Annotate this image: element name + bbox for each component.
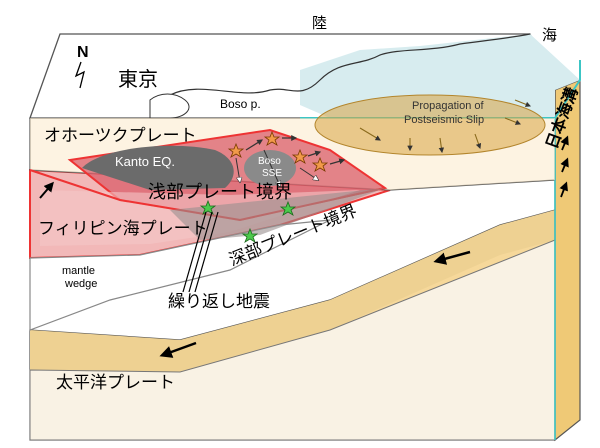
white-arrow	[263, 149, 280, 186]
star-marker	[199, 199, 217, 215]
slip-arrows	[359, 99, 532, 154]
side-motion-arrow-1	[39, 181, 54, 199]
slip-arrow	[474, 133, 482, 150]
label-north: N	[77, 44, 89, 61]
label-boso-sse-line2: SSE	[262, 168, 282, 179]
label-okhotsk-plate: オホーツクプレート	[44, 126, 197, 146]
slip-arrow	[504, 117, 522, 125]
white-arrows	[235, 149, 318, 186]
repeating-eq-pointers	[182, 211, 219, 293]
label-shallow-boundary: 浅部プレート境界	[148, 182, 292, 203]
star-marker	[291, 148, 309, 164]
tokyo-bay	[149, 93, 190, 119]
postseismic-slip-area	[314, 94, 546, 156]
label-propagation-line1: Propagation of	[412, 100, 484, 112]
white-arrow	[235, 157, 240, 182]
pointer-line	[182, 211, 207, 293]
pacific-plate-lower-band	[30, 210, 555, 372]
pointer-line	[194, 211, 219, 293]
pacific-motion-arrow-lower	[159, 341, 197, 358]
coastline	[169, 33, 531, 96]
star-marker	[227, 142, 245, 158]
slip-arrow	[359, 127, 381, 141]
label-sea: 海	[542, 26, 557, 44]
white-arrow	[299, 167, 318, 180]
label-kanto-eq: Kanto EQ.	[115, 154, 175, 169]
side-motion-arrow-4	[559, 181, 568, 198]
label-boso-sse-line1: Boso	[258, 156, 281, 167]
mantle-wedge	[29, 219, 331, 331]
slab-grey-region	[170, 188, 385, 240]
propagation-arrow	[329, 158, 346, 165]
north-arrow-icon	[74, 61, 85, 89]
star-marker	[241, 227, 259, 243]
boso-sse-region	[244, 150, 296, 186]
star-marker	[263, 130, 281, 146]
label-boso-peninsula: Boso p.	[220, 97, 261, 111]
star-marker	[311, 156, 329, 172]
side-motion-arrow-2	[560, 135, 569, 151]
slip-arrow	[514, 99, 532, 107]
side-motion-arrow-3	[560, 157, 569, 173]
star-marker	[279, 200, 297, 216]
label-propagation-line2: Postseismic Slip	[404, 114, 484, 126]
label-land: 陸	[312, 14, 327, 32]
orange-stars	[227, 130, 329, 172]
kanto-region	[82, 145, 234, 190]
label-tokyo: 東京	[118, 67, 158, 91]
propagation-arrow	[307, 150, 322, 157]
label-mantle-line1: mantle	[62, 265, 95, 277]
top-sea-surface	[300, 34, 580, 118]
label-repeating-eq: 繰り返し地震	[168, 292, 270, 312]
label-philippine-plate: フィリピン海プレート	[38, 219, 208, 239]
pointer-line	[188, 211, 213, 293]
slip-arrow	[438, 137, 445, 154]
label-pacific-plate: 太平洋プレート	[56, 373, 175, 393]
green-stars	[199, 199, 297, 243]
propagation-arrows	[245, 135, 346, 165]
label-mantle-line2: wedge	[64, 278, 97, 290]
pacific-motion-arrow-front	[433, 250, 471, 265]
propagation-arrow	[245, 139, 264, 151]
